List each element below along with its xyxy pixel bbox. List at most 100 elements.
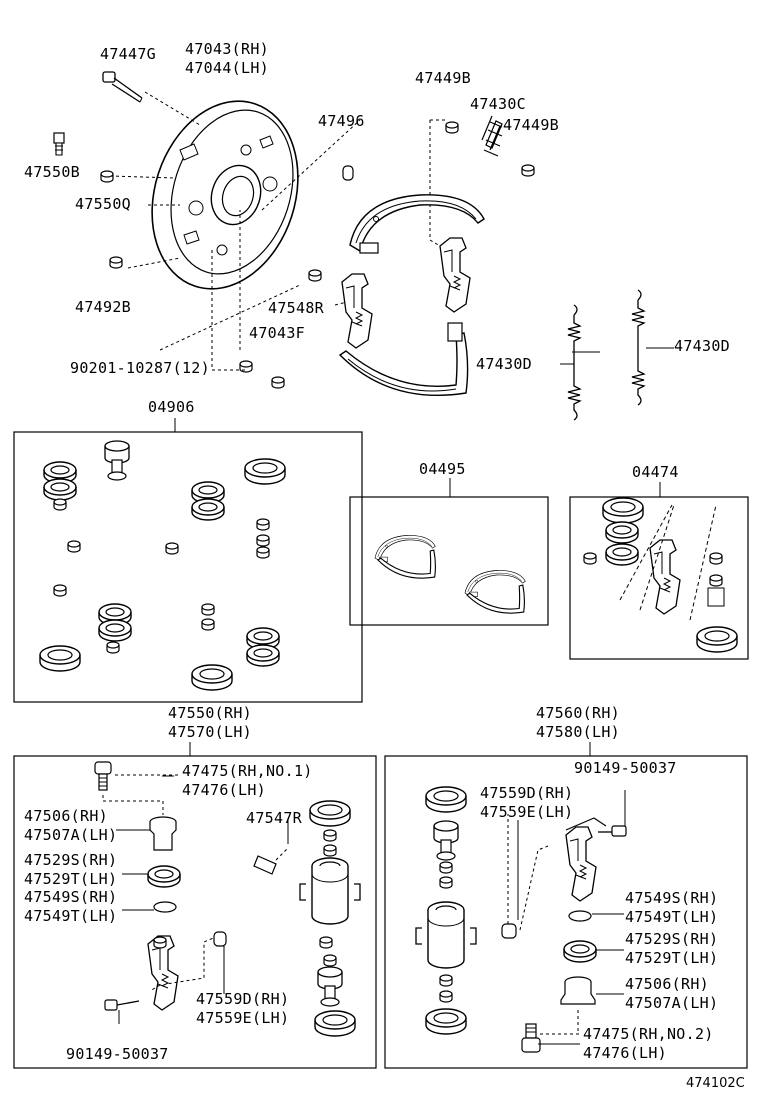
kit-04906-box	[13, 418, 363, 703]
cap-47506-right	[560, 976, 596, 1005]
right-cylinder-box	[384, 742, 748, 1069]
spring-47430d-left	[567, 304, 581, 421]
label-47506-right: 47506(RH)	[625, 975, 709, 993]
boot-left-bottom	[314, 1010, 356, 1037]
label-47549-left-group: 47549S(RH) 47549T(LH)	[24, 888, 117, 926]
label-47559-right-group: 47559D(RH) 47559E(LH)	[480, 784, 573, 822]
diagram-code: 474102C	[686, 1076, 745, 1091]
label-47430c: 47430C	[470, 95, 526, 113]
left-cylinder-box	[13, 742, 377, 1069]
label-47580: 47580(LH)	[536, 723, 620, 741]
label-kit-04495: 04495	[419, 460, 466, 478]
label-47449b-a: 47449B	[415, 69, 471, 87]
nut-47043f	[271, 376, 285, 389]
label-47559d-right: 47559D(RH)	[480, 784, 574, 802]
label-47559e-left: 47559E(LH)	[196, 1009, 290, 1027]
nut-47449b-b	[521, 164, 535, 177]
label-leaders	[116, 351, 624, 1045]
label-47043f: 47043F	[249, 324, 305, 342]
label-47559-left-group: 47559D(RH) 47559E(LH)	[196, 990, 289, 1028]
label-47475-right: 47475(RH,NO.2)	[583, 1025, 714, 1043]
label-47475-left: 47475(RH,NO.1)	[182, 762, 313, 780]
label-47529s-left: 47529S(RH)	[24, 851, 118, 869]
cylinder-body-right	[415, 901, 477, 969]
kit-04495-box	[349, 478, 549, 626]
label-47043: 47043(RH)	[185, 40, 269, 58]
label-47559d-left: 47559D(RH)	[196, 990, 290, 1008]
label-47476-right: 47476(LH)	[583, 1044, 667, 1062]
bleeder-47475-right	[521, 1023, 541, 1053]
label-47475-left-group: 47475(RH,NO.1) 47476(LH)	[182, 762, 313, 800]
label-47550b: 47550B	[24, 163, 80, 181]
nut-47449b-a	[445, 121, 459, 134]
nut-47548r	[308, 269, 322, 282]
label-47549t-left: 47549T(LH)	[24, 907, 118, 925]
label-47529t-left: 47529T(LH)	[24, 870, 118, 888]
label-kit-04906: 04906	[148, 398, 195, 416]
boot-right-bottom	[425, 1008, 467, 1035]
spring-47430d-right	[631, 289, 645, 406]
bleeder-47547r	[253, 847, 289, 875]
label-90149-right: 90149-50037	[574, 759, 677, 777]
seal-47549-left	[153, 901, 177, 913]
label-47043-group: 47043(RH) 47044(LH)	[185, 40, 269, 78]
title-right-cylinder: 47560(RH) 47580(LH)	[536, 704, 620, 742]
label-47506-left: 47506(RH)	[24, 807, 108, 825]
label-47507a-left: 47507A(LH)	[24, 826, 118, 844]
washer-90201	[239, 360, 253, 373]
label-47547r: 47547R	[246, 809, 302, 827]
label-47529-left-group: 47529S(RH) 47529T(LH)	[24, 851, 117, 889]
shoe-lower	[338, 322, 469, 396]
label-90149-left: 90149-50037	[66, 1045, 169, 1063]
label-47559e-right: 47559E(LH)	[480, 803, 574, 821]
bolt-47447g	[102, 71, 143, 103]
title-left-cylinder: 47550(RH) 47570(LH)	[168, 704, 252, 742]
label-47430d-left: 47430D	[476, 355, 532, 373]
label-47549-right-group: 47549S(RH) 47549T(LH)	[625, 889, 718, 927]
bolt-90149-left	[104, 999, 118, 1011]
seal-47549-right	[568, 910, 592, 922]
label-47529-right-group: 47529S(RH) 47529T(LH)	[625, 930, 718, 968]
cap-47550q	[100, 170, 114, 183]
clip-47559-left	[213, 931, 227, 947]
piston-left-bottom	[317, 966, 343, 1007]
label-47476-left: 47476(LH)	[182, 781, 266, 799]
bleeder-47475-left	[94, 761, 112, 791]
label-47447g: 47447G	[100, 45, 156, 63]
boot-right-top	[425, 786, 467, 813]
label-47506-right-group: 47506(RH) 47507A(LH)	[625, 975, 718, 1013]
label-47475-right-group: 47475(RH,NO.2) 47476(LH)	[583, 1025, 714, 1063]
label-47549t-right: 47549T(LH)	[625, 908, 719, 926]
piston-right-top	[433, 820, 459, 861]
cup-47529-left	[147, 865, 181, 888]
clip-47559-right	[501, 923, 517, 939]
pin-47496	[342, 165, 354, 181]
plug-47492b	[109, 256, 123, 269]
bracket-right	[565, 826, 597, 902]
boot-left-top	[309, 800, 351, 827]
kit-04474-box	[569, 482, 749, 660]
cap-47506-left	[149, 816, 177, 851]
label-47492b: 47492B	[75, 298, 131, 316]
cylinder-left-mounted	[341, 273, 373, 349]
backing-plate	[151, 100, 299, 290]
label-47560: 47560(RH)	[536, 704, 620, 722]
label-47044: 47044(LH)	[185, 59, 269, 77]
label-47550: 47550(RH)	[168, 704, 252, 722]
label-47529s-right: 47529S(RH)	[625, 930, 719, 948]
label-47529t-right: 47529T(LH)	[625, 949, 719, 967]
cylinder-right-mounted	[439, 237, 471, 313]
label-47449b-b: 47449B	[503, 116, 559, 134]
spring-47430c	[481, 115, 503, 157]
label-47570: 47570(LH)	[168, 723, 252, 741]
label-47549s-left: 47549S(RH)	[24, 888, 118, 906]
label-47548r: 47548R	[268, 299, 324, 317]
bracket-left	[147, 935, 179, 1011]
label-47430d-right: 47430D	[674, 337, 730, 355]
label-47549s-right: 47549S(RH)	[625, 889, 719, 907]
cylinder-body-left	[299, 857, 361, 925]
label-kit-04474: 04474	[632, 463, 679, 481]
bleeder-47550b	[53, 132, 65, 156]
label-47496: 47496	[318, 112, 365, 130]
